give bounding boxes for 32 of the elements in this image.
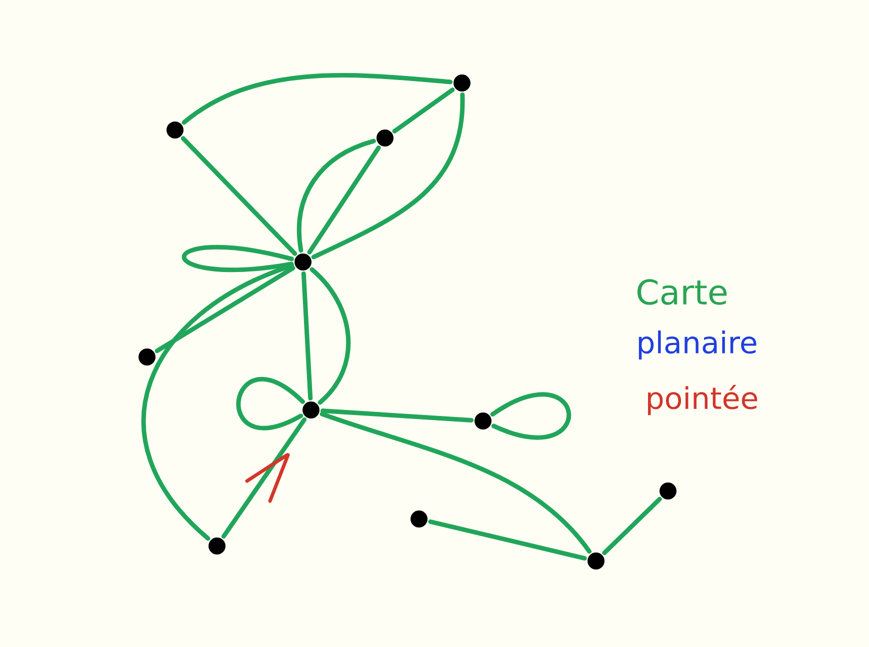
graph-edge: [180, 136, 298, 256]
vertex-dot: [454, 74, 470, 92]
graph-edge: [297, 138, 376, 253]
vertex-dot: [302, 401, 320, 418]
title-word: Carte: [638, 279, 727, 305]
graph-edge: [311, 92, 465, 260]
graph-edge: [490, 392, 572, 440]
graph-edge: [310, 267, 350, 405]
vertex-dot: [660, 482, 676, 500]
vertex-dot: [410, 510, 428, 528]
graph-edge: [307, 146, 381, 254]
graph-edge: [154, 266, 296, 354]
subtitle-word: planaire: [638, 330, 756, 360]
graph-edge: [182, 73, 453, 125]
graph-edge: [392, 88, 455, 134]
graph-edge: [236, 377, 305, 430]
graph-edge: [182, 245, 294, 272]
vertex-dot: [166, 121, 184, 138]
graph-edge: [301, 271, 313, 401]
subtitle-word: pointée: [648, 384, 758, 416]
vertex-dot: [588, 552, 604, 570]
graph-edge: [221, 417, 307, 539]
graph-edge: [602, 496, 662, 556]
vertex-dot: [138, 348, 156, 366]
vertex-dot: [294, 254, 312, 270]
graph-edge: [320, 412, 592, 554]
vertex-dot: [474, 412, 492, 430]
vertex-dot: [376, 130, 394, 146]
graph-edge: [320, 408, 474, 422]
vertex-dot: [208, 537, 226, 554]
graph-edge: [428, 519, 587, 561]
graph-edge: [142, 263, 294, 541]
